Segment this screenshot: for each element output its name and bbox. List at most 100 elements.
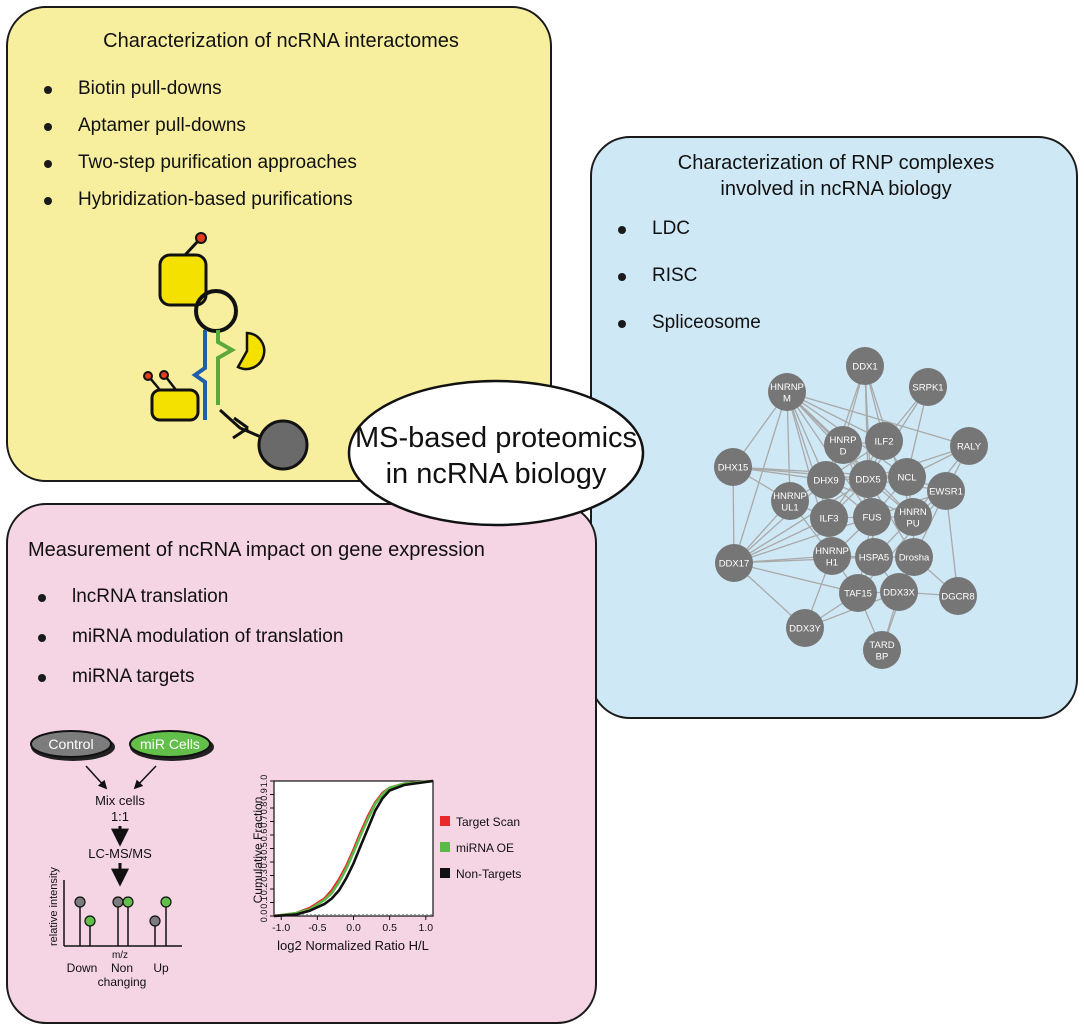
network-node-label: HNRNP bbox=[770, 382, 804, 393]
network-node-label: ILF2 bbox=[874, 437, 893, 448]
chart-y-tick-label: 0.9 bbox=[259, 788, 269, 801]
interactome-panel: Characterization of ncRNA interactomes B… bbox=[6, 6, 552, 482]
rna-binding-protein-icon bbox=[236, 331, 266, 371]
network-node-label: FUS bbox=[863, 513, 882, 524]
network-edge bbox=[825, 365, 866, 481]
list-item: LDC bbox=[618, 218, 761, 240]
network-node-ddx17: DDX17 bbox=[715, 544, 753, 582]
network-node-label: DDX17 bbox=[719, 559, 750, 570]
legend-swatch bbox=[440, 868, 450, 878]
central-theme-ellipse bbox=[347, 379, 645, 527]
network-node-label: RALY bbox=[957, 442, 982, 453]
down-label: Down bbox=[67, 961, 98, 975]
legend-swatch bbox=[440, 842, 450, 852]
lower-biotin-linker-b bbox=[165, 376, 177, 391]
chart-x-axis-label: log2 Normalized Ratio H/L bbox=[277, 938, 429, 953]
list-item: RISC bbox=[618, 265, 761, 287]
network-node-srpk1: SRPK1 bbox=[909, 368, 947, 406]
control-to-mix-arrow bbox=[85, 765, 108, 790]
network-node-label: Drosha bbox=[899, 553, 930, 564]
network-node-label: PU bbox=[906, 519, 919, 530]
expression-panel-title: Measurement of ncRNA impact on gene expr… bbox=[28, 539, 485, 561]
network-node-circle bbox=[846, 347, 884, 385]
capture-bead bbox=[257, 419, 309, 471]
network-node-ddx5: DDX5 bbox=[849, 460, 887, 498]
network-node-hspa5: HSPA5 bbox=[855, 538, 893, 576]
ncrna-pulldown-illustration bbox=[143, 232, 309, 471]
network-node-circle bbox=[786, 609, 824, 647]
chart-x-tick-label: 1.0 bbox=[418, 922, 433, 934]
network-node-label: EWSR1 bbox=[929, 487, 963, 498]
network-node-label: DHX15 bbox=[718, 463, 749, 474]
network-node-label: ILF3 bbox=[819, 514, 838, 525]
network-node-circle bbox=[849, 460, 887, 498]
rnp-panel: Characterization of RNP complexes involv… bbox=[590, 136, 1078, 719]
network-node-ddx1: DDX1 bbox=[846, 347, 884, 385]
chart-y-tick-label: 0.6 bbox=[259, 829, 269, 842]
control-peak-marker bbox=[74, 896, 86, 908]
network-node-drosha: Drosha bbox=[895, 538, 933, 576]
network-node-circle bbox=[839, 574, 877, 612]
network-node-label: DDX1 bbox=[852, 362, 877, 373]
rnp-panel-title: Characterization of RNP complexes involv… bbox=[592, 150, 1080, 202]
legend-label: Non-Targets bbox=[456, 867, 521, 881]
network-node-label: DGCR8 bbox=[941, 592, 974, 603]
network-node-circle bbox=[880, 573, 918, 611]
list-item: lncRNA translation bbox=[38, 586, 343, 608]
mir-cells-dish bbox=[129, 730, 211, 758]
network-node-circle bbox=[771, 482, 809, 520]
spectrum-peak-up bbox=[149, 896, 172, 946]
network-node-dhx15: DHX15 bbox=[714, 448, 752, 486]
network-node-ncl: NCL bbox=[888, 458, 926, 496]
mix-ratio-label: 1:1 bbox=[111, 809, 129, 824]
rnp-complex-list: LDC RISC Spliceosome bbox=[618, 218, 761, 334]
chart-y-tick-label: 0.4 bbox=[259, 856, 269, 869]
chart-series-line-mirna-oe bbox=[273, 779, 434, 918]
network-node-label: D bbox=[840, 447, 847, 458]
network-node-label: HNRN bbox=[899, 507, 927, 518]
network-node-ilf3: ILF3 bbox=[810, 499, 848, 537]
control-peak-marker bbox=[112, 896, 124, 908]
network-node-circle bbox=[895, 538, 933, 576]
network-node-circle bbox=[939, 577, 977, 615]
network-node-ddx3x: DDX3X bbox=[880, 573, 918, 611]
chart-y-tick-label: 0.3 bbox=[259, 869, 269, 882]
bead-linker bbox=[218, 408, 269, 442]
network-node-label: HNRNP bbox=[815, 546, 849, 557]
central-theme: MS-based proteomics in ncRNA biology bbox=[347, 379, 645, 527]
network-node-circle bbox=[853, 498, 891, 536]
spectrum-peak-non-changing bbox=[112, 896, 134, 946]
expression-panel: Measurement of ncRNA impact on gene expr… bbox=[6, 503, 597, 1024]
legend-label: Target Scan bbox=[456, 815, 520, 829]
chart-x-tick-label: -0.5 bbox=[308, 922, 326, 934]
network-node-label: BP bbox=[876, 652, 889, 663]
network-node-label: TARD bbox=[869, 640, 894, 651]
lower-biotin-linker-a bbox=[149, 377, 161, 391]
network-node-taf15: TAF15 bbox=[839, 574, 877, 612]
expression-method-list: lncRNA translation miRNA modulation of t… bbox=[38, 586, 343, 688]
mir-peak-marker bbox=[160, 896, 172, 908]
lower-capture-protein bbox=[150, 388, 200, 422]
list-item: miRNA targets bbox=[38, 666, 343, 688]
network-node-circle bbox=[715, 544, 753, 582]
rnp-title-line1: Characterization of RNP complexes bbox=[677, 152, 995, 174]
spectrum-y-label: relative intensity bbox=[48, 867, 60, 946]
changing-label: changing bbox=[98, 975, 147, 989]
upper-biotin-linker bbox=[183, 238, 201, 257]
network-node-circle bbox=[855, 538, 893, 576]
network-node-circle bbox=[894, 498, 932, 536]
network-node-ewsr1: EWSR1 bbox=[927, 472, 965, 510]
chart-series bbox=[273, 779, 434, 918]
network-node-circle bbox=[807, 461, 845, 499]
network-edge bbox=[733, 391, 788, 564]
network-node-ilf2: ILF2 bbox=[865, 422, 903, 460]
network-edge bbox=[857, 490, 947, 594]
upper-biotin-icon bbox=[195, 232, 207, 244]
non-label: Non bbox=[111, 961, 133, 975]
blue-rna-strand bbox=[191, 330, 207, 420]
legend-label: miRNA OE bbox=[456, 841, 514, 855]
mix-cells-label: Mix cells bbox=[95, 793, 145, 808]
chart-series-line-non-targets bbox=[273, 779, 434, 918]
